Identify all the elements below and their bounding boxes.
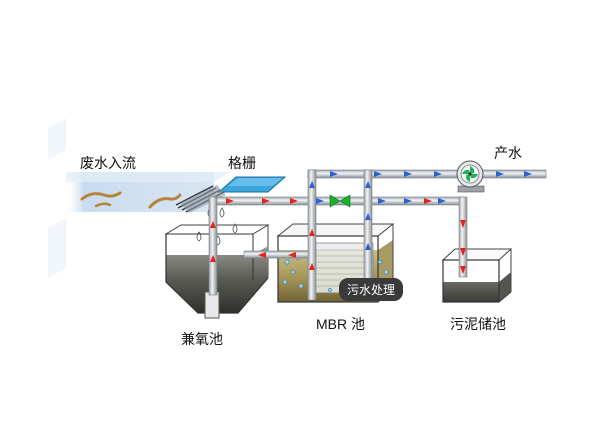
flow-arrows-red	[210, 198, 466, 274]
pipe-upper	[307, 169, 547, 179]
screen-label: 格栅	[228, 156, 256, 172]
mbr-tank-label: MBR 池	[316, 316, 365, 332]
debris-icon	[148, 193, 182, 209]
pipe-anoxic-riser	[208, 196, 218, 296]
screen-grating	[175, 176, 287, 213]
pipe-return	[243, 250, 317, 259]
pump-icon	[456, 160, 485, 193]
flow-arrows-blue	[309, 171, 532, 250]
valve-icon	[329, 194, 351, 208]
debris-icon	[80, 191, 122, 201]
pipe-sludge	[458, 196, 468, 278]
inflow-label: 废水入流	[80, 156, 136, 172]
inflow-channel	[66, 172, 230, 212]
background-decoration	[48, 118, 66, 278]
sludge-tank	[441, 248, 513, 303]
debris-icon	[94, 202, 112, 208]
anoxic-tank-label: 兼氧池	[181, 332, 223, 348]
tooltip: 污水处理	[339, 278, 404, 301]
sludge-tank-label: 污泥储池	[450, 317, 506, 333]
output-label: 产水	[494, 146, 522, 162]
